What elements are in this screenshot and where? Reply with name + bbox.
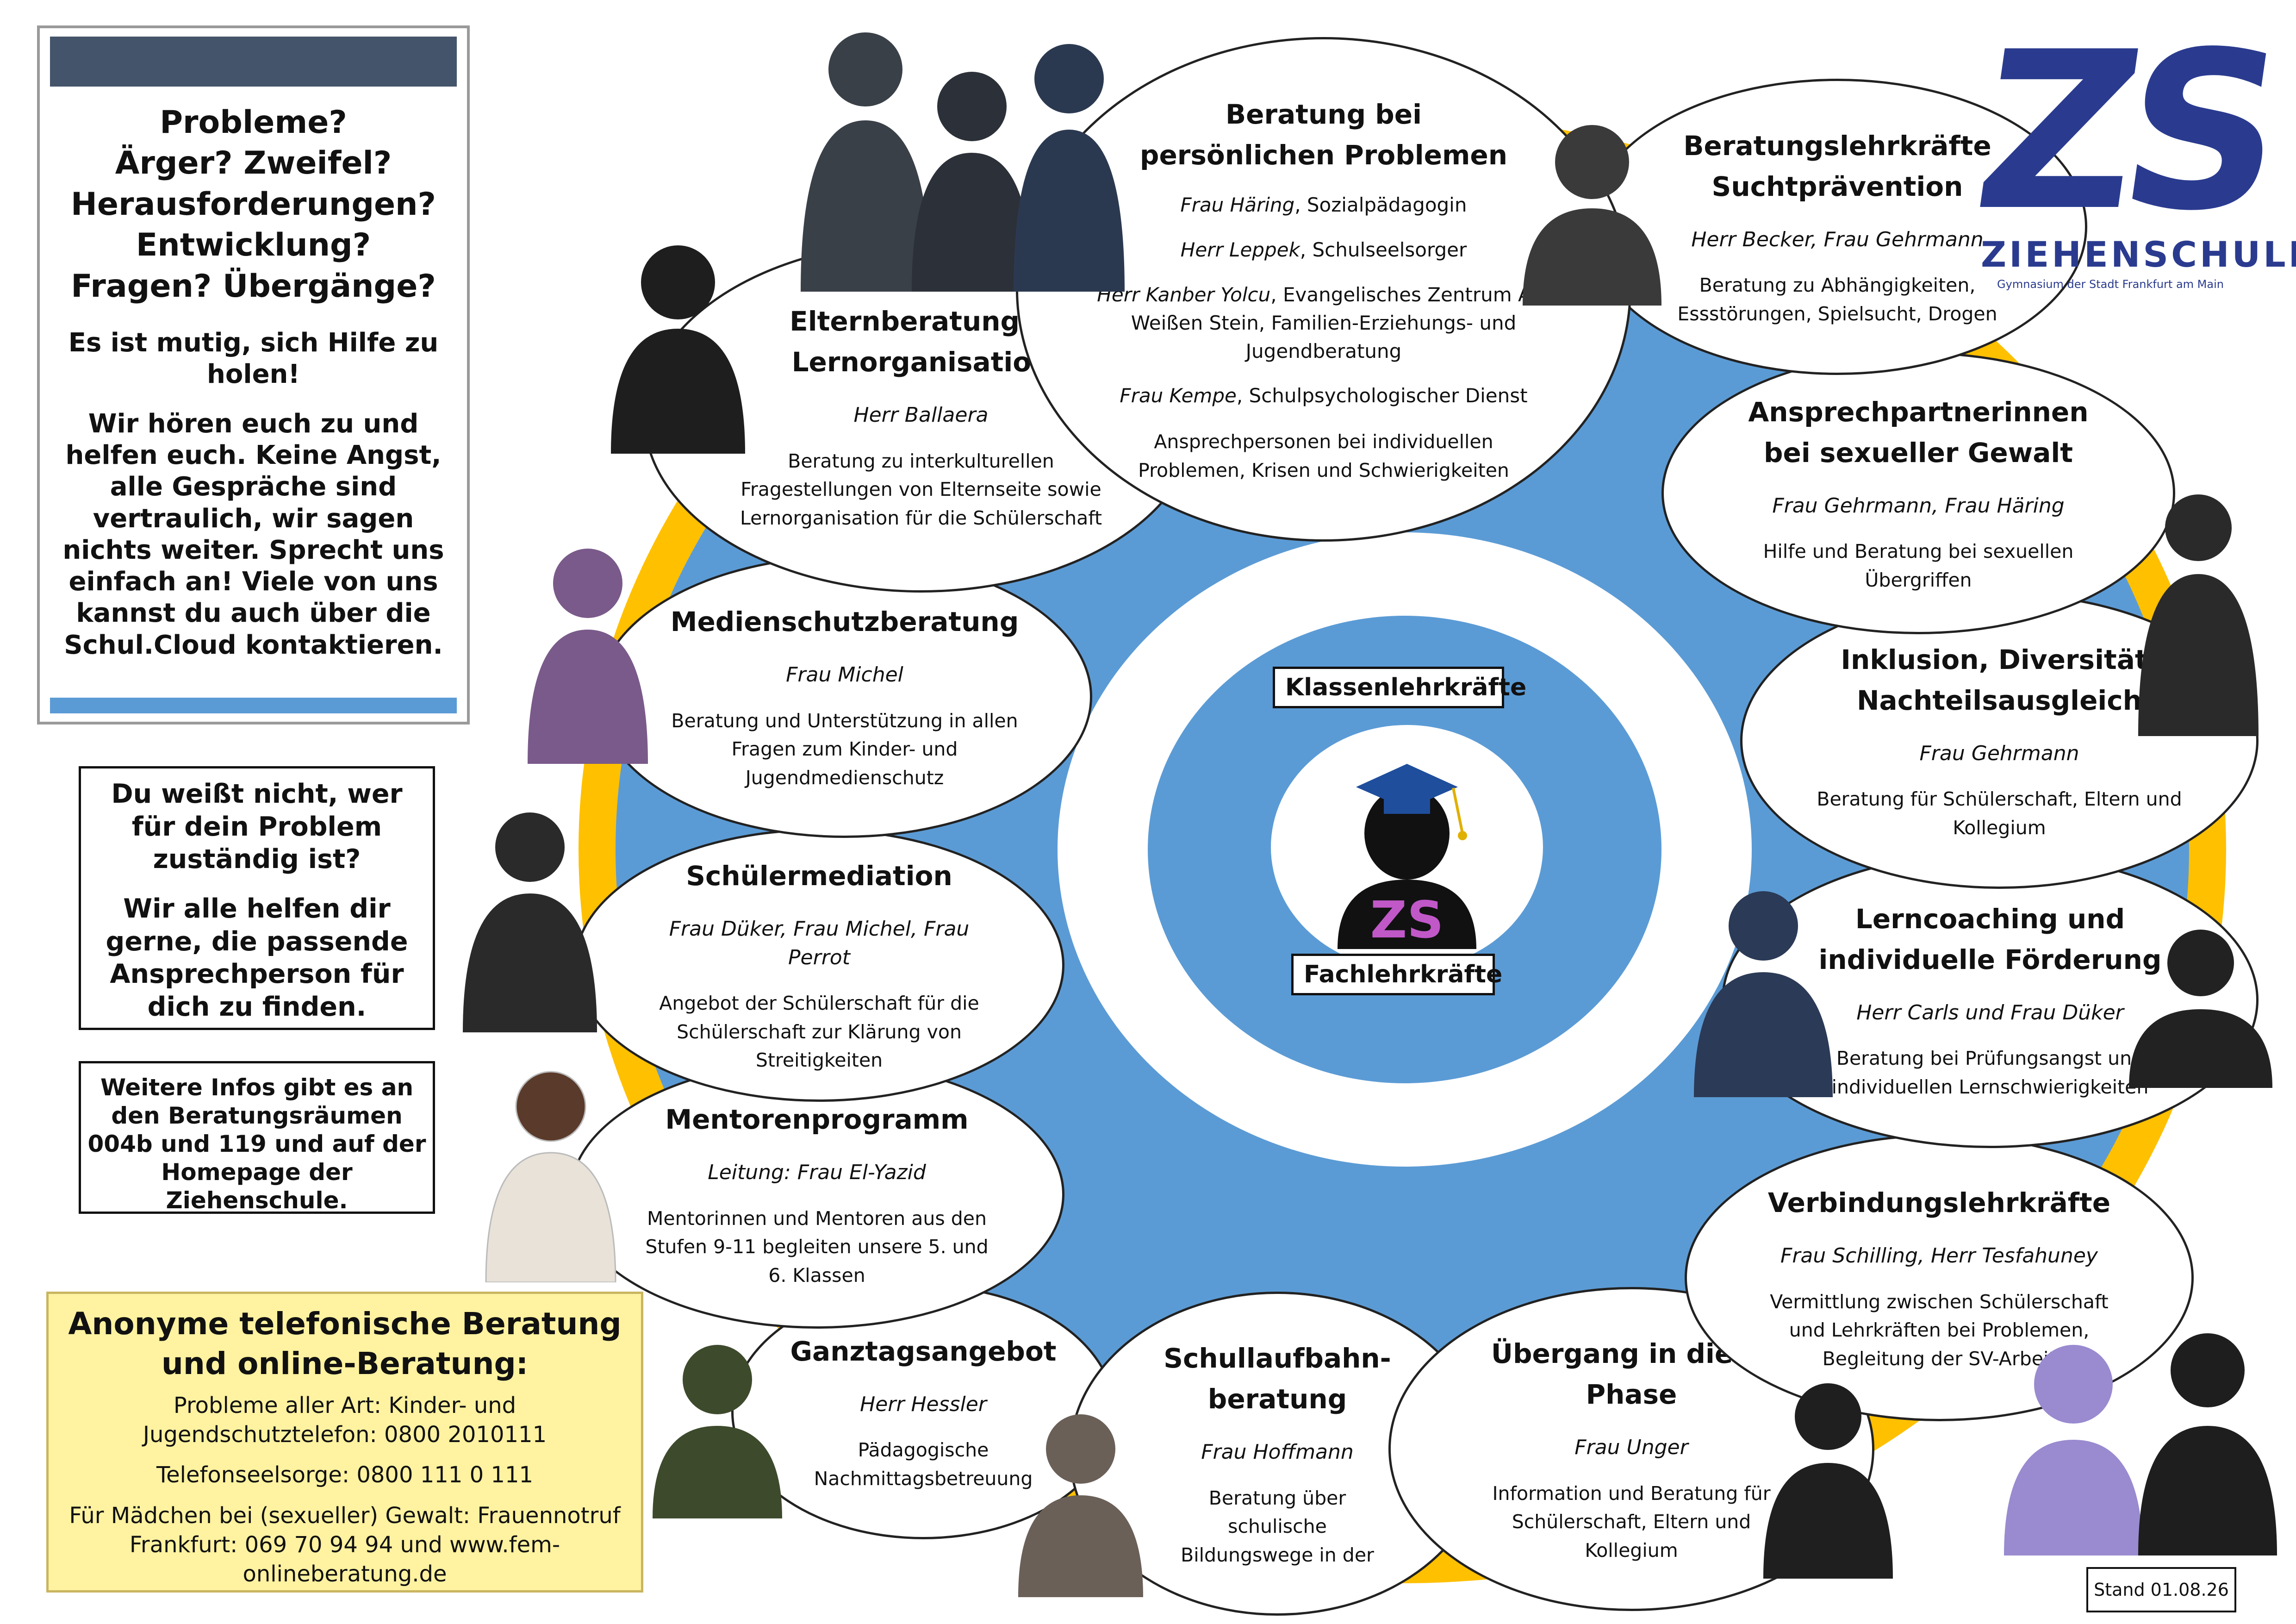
offer-title: Ansprechpartnerinnen bei sexueller Gewal… <box>1748 396 2089 468</box>
offer-description: Ansprechpersonen bei individuellen Probl… <box>1138 431 1509 481</box>
offer-title: Inklusion, Diversität, Nachteilsausgleic… <box>1841 643 2158 716</box>
portrait-dueker-icon <box>463 812 597 1032</box>
intro-question: Probleme? <box>160 104 347 141</box>
offer-title: Schullaufbahn-beratung <box>1164 1342 1391 1415</box>
emblem-text: ZS <box>1370 890 1444 949</box>
logo-subtitle: Gymnasium der Stadt Frankfurt am Main <box>1997 278 2224 291</box>
offer-suchtpraevention: Beratungslehrkräfte Suchtprävention Herr… <box>1587 79 2087 375</box>
offer-names: Frau Schilling, Herr Tesfahuney <box>1780 1244 2098 1268</box>
offer-title: Elternberatung & Lernorganisation <box>790 305 1052 378</box>
person-leppek: Herr Leppek, Schulseelsorger <box>1180 238 1467 261</box>
school-logo: ZS ZIEHENSCHULE Gymnasium der Stadt Fran… <box>1963 5 2296 291</box>
offer-names: Frau Gehrmann, Frau Häring <box>1772 493 2065 518</box>
portrait-group-verbindung-icon <box>2004 1333 2277 1555</box>
offer-description: Beratung für Schülerschaft, Eltern und K… <box>1817 788 2182 839</box>
offer-title: Ganztagsangebot <box>790 1335 1057 1367</box>
intro-question: Ärger? Zweifel? <box>115 145 392 182</box>
more-info-box: Weitere Infos gibt es an den Beratungsrä… <box>79 1061 435 1214</box>
offer-names: Frau Düker, Frau Michel, Frau Perrot <box>669 917 970 969</box>
portrait-michel-icon <box>528 549 648 764</box>
intro-content: Probleme? Ärger? Zweifel? Herausforderun… <box>54 102 453 661</box>
stand-date: Stand 01.08.26 <box>2086 1567 2236 1612</box>
offer-title: Medienschutzberatung <box>670 606 1019 637</box>
offer-schuelermediation: Schülermediation Frau Düker, Frau Michel… <box>574 829 1064 1102</box>
portrait-unger-icon <box>1763 1383 1893 1579</box>
anon-line-1: Probleme aller Art: Kinder- und Jugendsc… <box>143 1392 547 1448</box>
offer-names: Frau Gehrmann <box>1919 741 2079 765</box>
intro-question: Herausforderungen? <box>71 186 436 223</box>
label-fachlehrkraefte: Fachlehrkräfte <box>1291 954 1502 995</box>
portrait-becker-icon <box>1523 125 1661 306</box>
graduate-emblem-icon: ZS <box>1338 764 1476 949</box>
offer-lerncoaching: Lerncoaching und individuelle Förderung … <box>1722 852 2259 1148</box>
label-klassenlehrkraefte: Klassenlehrkräfte <box>1273 667 1526 708</box>
offer-names: Herr Carls und Frau Düker <box>1856 1000 2124 1024</box>
offer-title: Verbindungslehrkräfte <box>1767 1187 2111 1218</box>
anonymous-counseling-box: Anonyme telefonische Beratung und online… <box>46 1292 643 1593</box>
offer-title: Lerncoaching und individuelle Förderung <box>1818 903 2162 975</box>
offer-description: Beratung und Unterstützung in allen Frag… <box>671 709 1018 789</box>
person-kempe: Frau Kempe, Schulpsychologischer Dienst <box>1120 384 1528 407</box>
offer-names: Leitung: Frau El-Yazid <box>708 1161 926 1185</box>
offer-description: Pädagogische Nachmittagsbetreuung <box>814 1439 1033 1490</box>
anon-line-2: Telefonseelsorge: 0800 111 0 111 <box>156 1462 534 1488</box>
anon-title: Anonyme telefonische Beratung und online… <box>68 1306 622 1381</box>
offer-title: Beratungslehrkräfte Suchtprävention <box>1683 130 1991 202</box>
not-know-text-1: Du weißt nicht, wer für dein Problem zus… <box>111 779 403 875</box>
offer-title: Mentorenprogramm <box>665 1103 969 1135</box>
intro-brave-text: Es ist mutig, sich Hilfe zu holen! <box>68 327 439 390</box>
offer-description: Beratung zu Abhängigkeiten, Essstörungen… <box>1677 274 1997 325</box>
portrait-hessler-icon <box>653 1345 782 1518</box>
offer-description: Angebot der Schülerschaft für die Schüle… <box>659 992 979 1072</box>
offer-medienschutzberatung: Medienschutzberatung Frau Michel Beratun… <box>597 556 1092 838</box>
offer-description: Beratung zu interkulturellen Fragestellu… <box>740 450 1102 529</box>
portrait-hoffmann-icon <box>1018 1414 1143 1597</box>
offer-names: Herr Ballaera <box>853 403 989 427</box>
offer-description: Information und Beratung für Schülerscha… <box>1492 1482 1771 1562</box>
offer-ganztag: Ganztagsangebot Herr Hessler Pädagogisch… <box>731 1285 1115 1539</box>
intro-support-text: Wir hören euch zu und helfen euch. Keine… <box>62 408 444 660</box>
portrait-ballaera-icon <box>611 245 745 454</box>
portrait-carls-icon <box>1694 891 1833 1097</box>
person-haering: Frau Häring, Sozialpädagogin <box>1180 193 1467 216</box>
offer-mentorenprogramm: Mentorenprogramm Leitung: Frau El-Yazid … <box>569 1060 1064 1329</box>
offer-title: Schülermediation <box>686 860 952 892</box>
intro-footer-bar <box>50 698 457 713</box>
offer-description: Hilfe und Beratung bei sexuellen Übergri… <box>1763 540 2074 591</box>
offer-verbindungslehrkraefte: Verbindungslehrkräfte Frau Schilling, He… <box>1685 1134 2194 1421</box>
person-kanber-yolcu: Herr Kanber Yolcu, Evangelisches Zentrum… <box>1097 283 1550 362</box>
portrait-el-yazid-icon <box>485 1071 616 1282</box>
logo-mark: ZS <box>1963 5 2285 258</box>
offer-names: Frau Hoffmann <box>1201 1440 1354 1464</box>
offer-names: Herr Hessler <box>860 1392 987 1416</box>
portrait-gehrmann-icon <box>2138 494 2259 736</box>
more-info-text: Weitere Infos gibt es an den Beratungsrä… <box>87 1074 426 1214</box>
offer-names: Herr Becker, Frau Gehrmann <box>1691 227 1984 251</box>
offer-title: Beratung bei persönlichen Problemen <box>1139 98 1508 171</box>
offer-description: Beratung über schulische Bildungswege in… <box>1181 1487 1374 1566</box>
offer-description: Beratung bei Prüfungsangst und individue… <box>1831 1047 2149 1098</box>
anon-line-3: Für Mädchen bei (sexueller) Gewalt: Frau… <box>69 1502 621 1587</box>
offer-names: Frau Michel <box>786 663 903 687</box>
offer-names: Frau Unger <box>1574 1436 1688 1460</box>
offer-sexuelle-gewalt: Ansprechpartnerinnen bei sexueller Gewal… <box>1661 352 2175 634</box>
intro-question: Fragen? Übergänge? <box>71 268 436 305</box>
not-know-box: Du weißt nicht, wer für dein Problem zus… <box>79 766 435 1030</box>
intro-panel: Probleme? Ärger? Zweifel? Herausforderun… <box>37 25 470 725</box>
portrait-group-top-icon <box>801 32 1125 292</box>
intro-header-bar <box>50 37 457 87</box>
portrait-dueker-2-icon <box>2129 930 2272 1088</box>
offer-description: Vermittlung zwischen Schülerschaft und L… <box>1770 1290 2109 1370</box>
offer-description: Mentorinnen und Mentoren aus den Stufen … <box>645 1207 989 1287</box>
not-know-text-2: Wir alle helfen dir gerne, die passende … <box>106 893 408 1023</box>
intro-question: Entwicklung? <box>136 227 371 264</box>
